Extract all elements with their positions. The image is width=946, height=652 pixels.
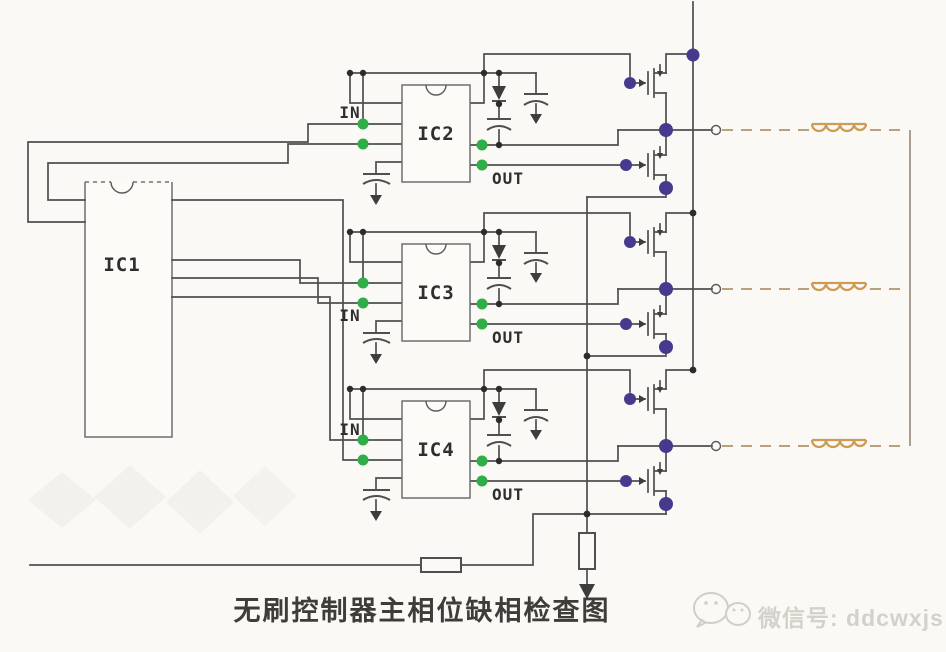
wechat-watermark: 微信号: ddcwxjs	[693, 592, 944, 631]
ground-arrow	[370, 195, 382, 205]
mosfet-low-side	[629, 462, 667, 496]
ic-notch	[425, 84, 447, 96]
ic4-label: IC4	[417, 439, 454, 461]
ground-arrow	[530, 430, 542, 440]
zener-diode	[492, 86, 506, 100]
ic-notch	[425, 400, 447, 412]
gate-dots-purple	[620, 48, 700, 511]
high-drain-wire	[665, 53, 694, 74]
mosfet-low-side	[629, 305, 667, 339]
out-label: OUT	[492, 169, 524, 188]
ground-arrow	[370, 354, 382, 364]
phase-terminal	[710, 440, 722, 452]
ic2-label: IC2	[417, 123, 454, 145]
motor-coil-leads	[722, 129, 906, 447]
capacitor	[523, 252, 549, 265]
capacitor	[362, 489, 391, 501]
phase-block-2: IC3 IN OUT	[339, 212, 722, 364]
out-label: OUT	[492, 328, 524, 347]
motor-coils	[810, 122, 868, 449]
ground-arrow	[530, 273, 542, 283]
capacitor	[486, 434, 512, 447]
mosfet-high-side	[629, 223, 667, 257]
wire-ic1-to-ic3-in1	[171, 259, 403, 284]
wire-ic1-to-ic2-in2	[47, 143, 403, 201]
wechat-icon	[693, 592, 751, 628]
resistor-horizontal	[420, 557, 462, 573]
bottom-wire-right	[460, 513, 667, 566]
inductor-coil	[810, 122, 868, 133]
mosfet-low-side	[629, 146, 667, 180]
junction-dots-black	[346, 69, 697, 518]
high-gate-wire	[469, 53, 631, 104]
capacitor	[362, 332, 391, 344]
in-label: IN	[339, 420, 360, 439]
ic2-box	[401, 84, 471, 183]
ic1-block: IC1	[84, 181, 173, 438]
capacitor	[523, 409, 549, 422]
zener-diode	[492, 402, 506, 416]
routing-wires	[27, 123, 403, 461]
capacitor	[523, 93, 549, 106]
ic1-notch	[110, 181, 134, 194]
phase-terminal	[710, 124, 722, 136]
ic3-label: IC3	[417, 282, 454, 304]
in-label: IN	[339, 103, 360, 122]
capacitor	[486, 118, 512, 131]
ground-arrow	[530, 114, 542, 124]
zener-diode	[492, 245, 506, 259]
phase-terminal	[710, 283, 722, 295]
out-label: OUT	[492, 485, 524, 504]
phase-block-1: IC2 IN OUT	[339, 53, 722, 205]
ground-arrow	[579, 584, 595, 599]
mosfet-high-side	[629, 380, 667, 414]
resistor-sense	[578, 532, 596, 570]
capacitor	[362, 173, 391, 185]
watermark-text: 微信号: ddcwxjs	[757, 605, 944, 631]
ic4-box	[401, 400, 471, 499]
ground-arrow	[370, 511, 382, 521]
ic1-label: IC1	[103, 254, 140, 276]
wire-ic1-to-ic2-in1	[27, 123, 403, 223]
wire-ic1-to-ic4-in2	[171, 199, 403, 461]
pin-dots-green	[357, 118, 488, 487]
ic-notch	[425, 243, 447, 255]
mosfet-high-side	[629, 64, 667, 98]
in-label: IN	[339, 306, 360, 325]
ic3-box	[401, 243, 471, 342]
inductor-coil	[810, 281, 868, 292]
diagram-title: 无刷控制器主相位缺相检查图	[234, 595, 611, 626]
feedback-wire	[469, 129, 619, 146]
capacitor	[486, 277, 512, 290]
inductor-coil	[810, 438, 868, 449]
